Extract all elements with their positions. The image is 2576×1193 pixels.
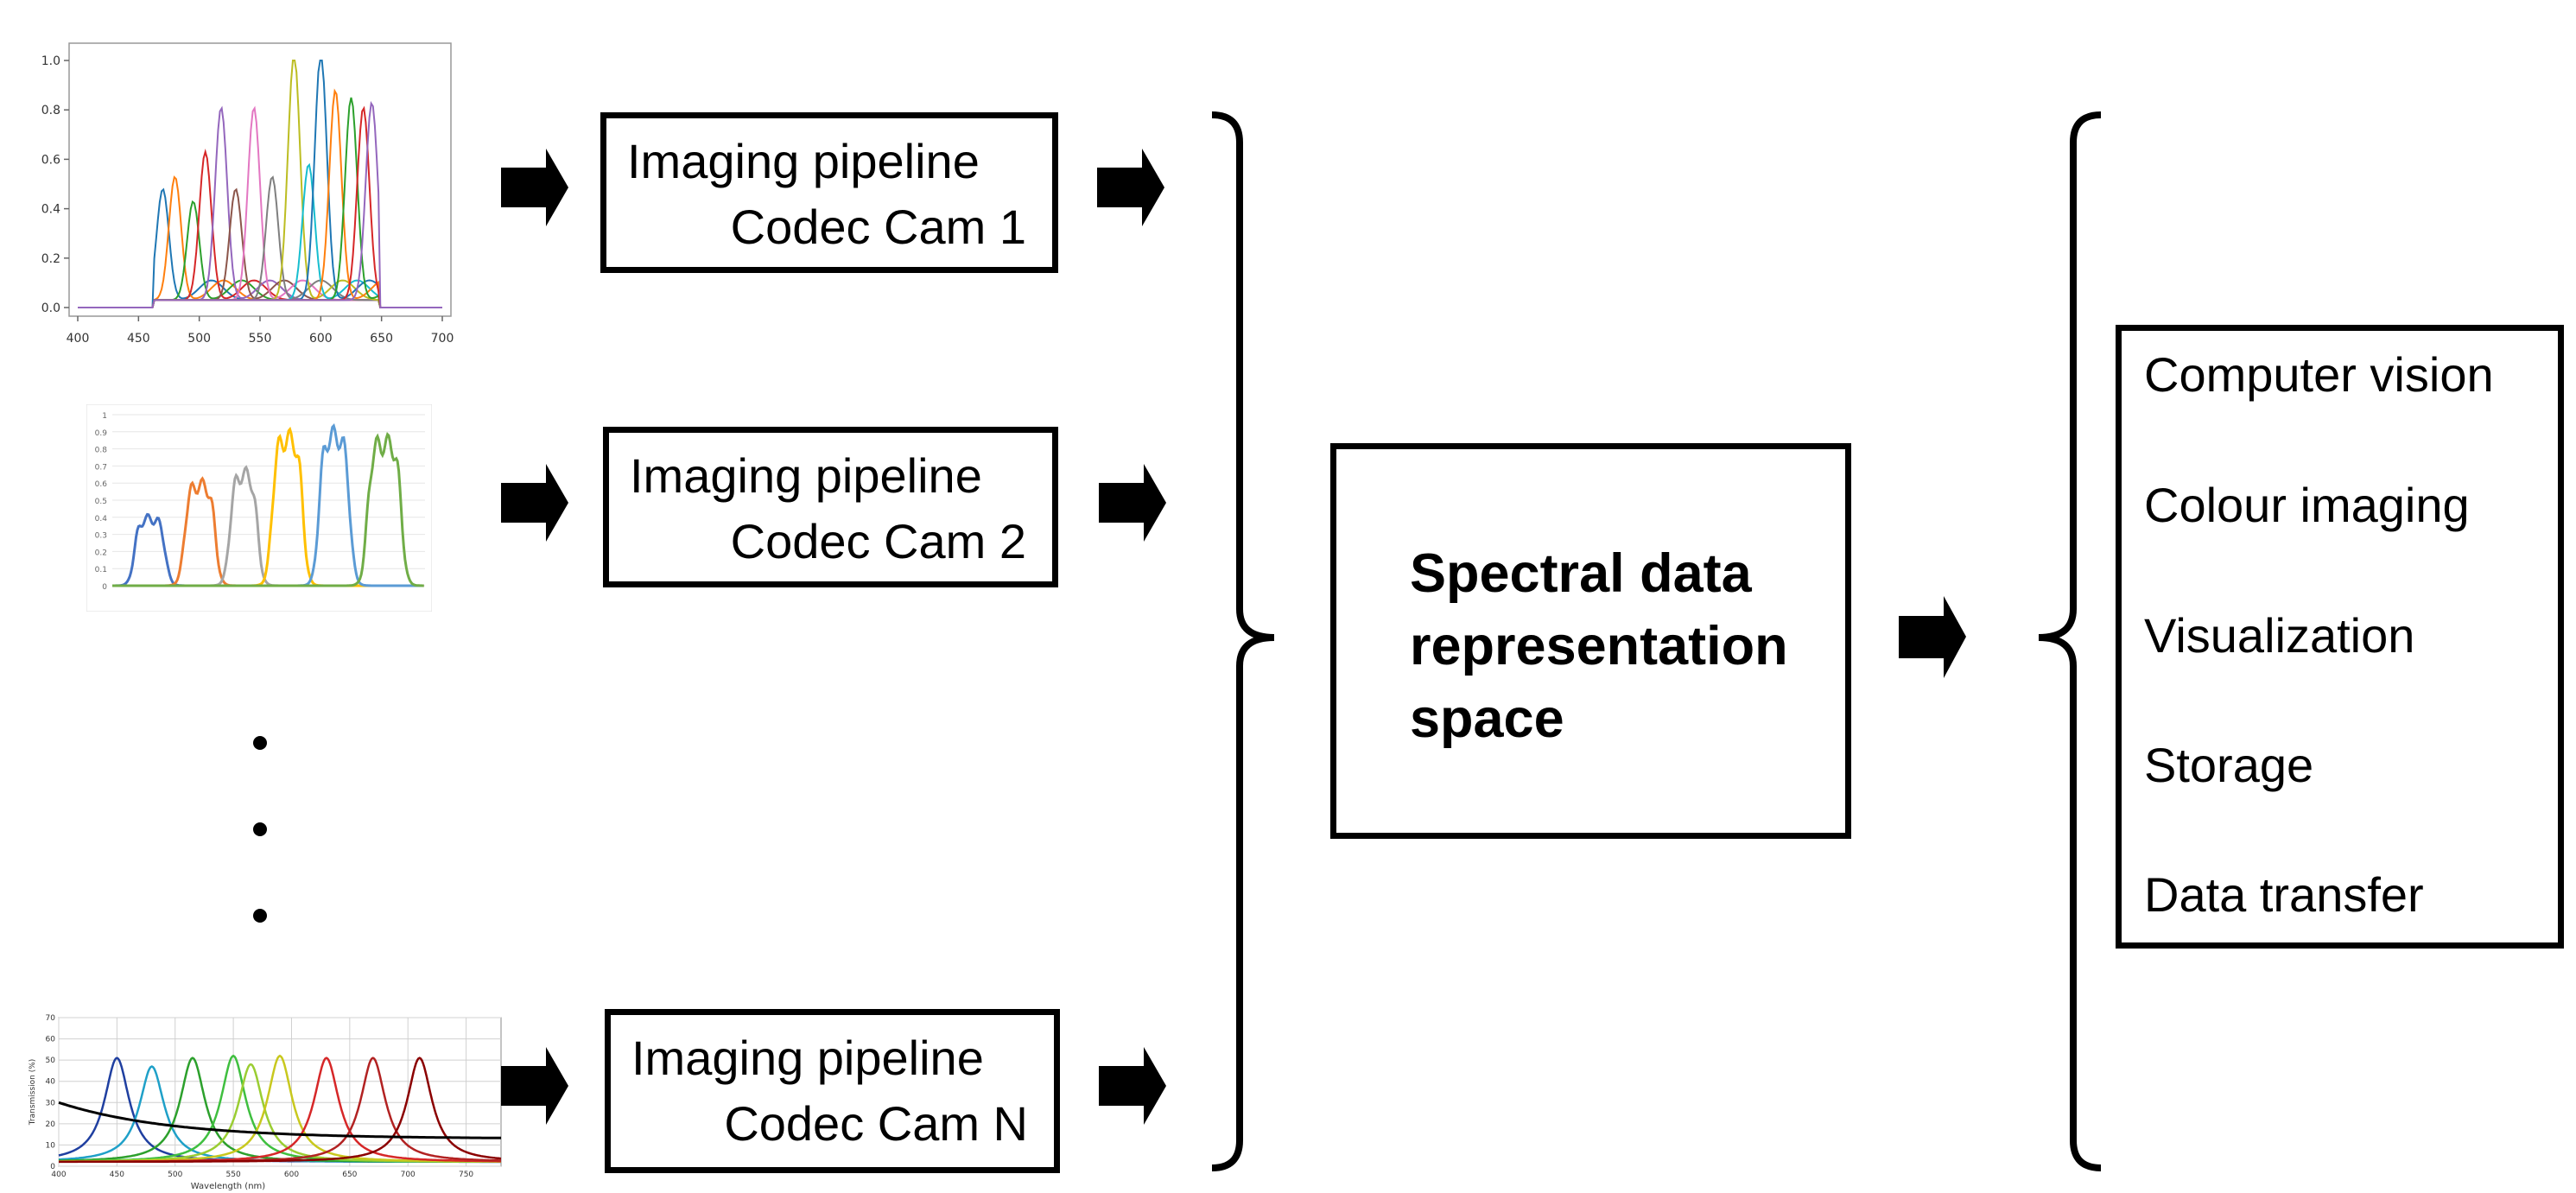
application-data-transfer: Data transfer	[2144, 867, 2424, 922]
arrow-right-icon	[501, 464, 568, 542]
y-tick-label: 0.9	[95, 429, 108, 438]
y-tick-label: 0.8	[95, 447, 108, 455]
filter-band-line	[112, 431, 424, 587]
spectral-series-line	[78, 100, 442, 308]
arrow-right-icon	[501, 1047, 568, 1125]
ellipsis-dot	[253, 909, 267, 923]
application-storage: Storage	[2144, 738, 2314, 792]
ellipsis-dot	[253, 822, 267, 836]
opening-brace	[2038, 111, 2102, 1171]
y-axis-label: Transmission (%)	[29, 1059, 37, 1126]
y-tick-label: 50	[46, 1057, 56, 1065]
center-line-3: space	[1410, 689, 1564, 749]
y-tick-label: 10	[46, 1141, 56, 1150]
application-colour-imaging: Colour imaging	[2144, 478, 2470, 532]
thumbnail-chart-top: 400 450 500 550 600 650 700 0.0 0.2 0.4 0.6 0.8 1.0	[41, 42, 454, 346]
pipeline-box-cam-2: Imaging pipeline Codec Cam 2	[603, 427, 1058, 587]
x-tick-label: 650	[342, 1171, 357, 1179]
ellipsis-dot	[253, 736, 267, 750]
x-tick-label: 700	[401, 1171, 416, 1179]
arrow-right-icon	[501, 149, 568, 226]
application-visualization: Visualization	[2144, 608, 2415, 663]
transmission-peak-line	[59, 1057, 502, 1164]
x-tick-label: 750	[459, 1171, 473, 1179]
x-tick-label: 550	[249, 332, 272, 346]
y-tick-label: 0.1	[95, 566, 107, 574]
x-tick-label: 650	[370, 332, 393, 346]
pipeline-title: Imaging pipeline	[630, 448, 982, 503]
applications-box: Computer vision Colour imaging Visualiza…	[2116, 325, 2564, 949]
y-tick-label: 1.0	[41, 54, 60, 68]
y-tick-label: 0.6	[95, 480, 108, 489]
y-tick-label: 70	[46, 1014, 56, 1023]
y-tick-label: 30	[46, 1099, 56, 1107]
pipeline-title: Imaging pipeline	[631, 1031, 984, 1085]
arrow-right-icon	[1899, 596, 1966, 678]
center-line-1: Spectral data	[1410, 543, 1752, 604]
y-tick-label: 0.6	[41, 153, 60, 167]
arrow-right-icon	[1099, 1047, 1166, 1125]
closing-brace	[1211, 111, 1275, 1171]
spectral-representation-box: Spectral data representation space	[1330, 443, 1851, 839]
pipeline-box-cam-1: Imaging pipeline Codec Cam 1	[600, 112, 1058, 273]
y-tick-label: 20	[46, 1120, 56, 1129]
y-tick-label: 0	[50, 1163, 55, 1171]
y-tick-label: 0.4	[41, 203, 60, 217]
pipeline-codec-label: Codec Cam 1	[730, 200, 1026, 254]
spectral-series-line	[78, 97, 442, 308]
thumbnail-chart-middle: 0 0.1 0.2 0.3 0.4 0.5 0.6 0.7 0.8 0.9 1	[86, 404, 432, 612]
y-tick-label: 0.2	[41, 252, 60, 266]
pipeline-codec-label: Codec Cam N	[724, 1096, 1028, 1151]
x-tick-label: 550	[226, 1171, 241, 1179]
x-tick-label: 500	[187, 332, 211, 346]
spectral-series-line	[78, 187, 442, 308]
y-tick-label: 0	[102, 583, 107, 592]
x-tick-label: 600	[309, 332, 333, 346]
arrow-right-icon	[1097, 149, 1164, 226]
y-tick-label: 0.5	[95, 498, 107, 506]
center-line-2: representation	[1410, 616, 1788, 676]
plot-frame	[58, 1017, 502, 1167]
y-tick-label: 0.4	[95, 515, 108, 524]
y-tick-label: 0.2	[95, 549, 107, 557]
thumbnail-chart-bottom: 0 10 20 30 40 50 60 70 400 450 500 550 600 650 700 750W…	[29, 1014, 502, 1191]
x-tick-label: 700	[431, 332, 454, 346]
y-tick-label: 0.3	[95, 532, 107, 541]
y-tick-label: 60	[46, 1036, 56, 1044]
y-tick-label: 1	[102, 412, 107, 421]
application-computer-vision: Computer vision	[2144, 347, 2494, 402]
y-tick-label: 0.8	[41, 104, 60, 117]
x-tick-label: 400	[67, 332, 90, 346]
x-tick-label: 500	[168, 1171, 182, 1179]
arrow-right-icon	[1099, 464, 1166, 542]
x-tick-label: 600	[284, 1171, 299, 1179]
x-axis-label: Wavelength (nm)	[191, 1182, 265, 1191]
decay-curve-line	[58, 1101, 501, 1139]
x-tick-label: 450	[127, 332, 150, 346]
spectral-series-line	[78, 200, 442, 308]
y-tick-label: 0.7	[95, 463, 107, 472]
x-tick-label: 400	[51, 1171, 66, 1179]
x-tick-label: 450	[110, 1171, 124, 1179]
y-tick-label: 0.0	[41, 301, 60, 315]
pipeline-box-cam-n: Imaging pipeline Codec Cam N	[605, 1009, 1060, 1173]
pipeline-title: Imaging pipeline	[627, 134, 980, 188]
spectral-series-line	[78, 187, 442, 308]
chart-background	[86, 404, 432, 612]
y-tick-label: 40	[46, 1078, 56, 1087]
pipeline-codec-label: Codec Cam 2	[730, 514, 1026, 568]
